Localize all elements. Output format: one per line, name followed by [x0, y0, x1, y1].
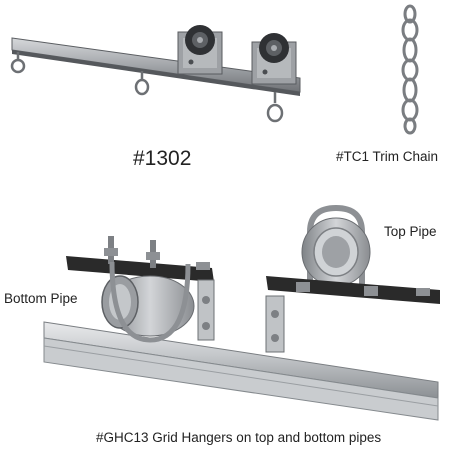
top-pipe-hanger — [265, 204, 440, 353]
eye-hook-3 — [266, 92, 284, 123]
eye-hook-2 — [134, 71, 150, 96]
trolley-model-label: #1302 — [133, 147, 192, 170]
bottom-pipe-hanger — [66, 236, 215, 343]
wheel-carriage-right — [251, 33, 297, 85]
top-pipe-label: Top Pipe — [384, 224, 437, 239]
eye-hook-1 — [10, 52, 26, 74]
trim-chain-illustration — [401, 4, 419, 135]
grid-hanger-caption: #GHC13 Grid Hangers on top and bottom pi… — [96, 430, 382, 445]
grid-rail — [43, 321, 439, 421]
bottom-pipe-label: Bottom Pipe — [4, 291, 78, 306]
trim-chain-label: #TC1 Trim Chain — [336, 149, 439, 164]
wheel-carriage-left — [177, 25, 223, 75]
